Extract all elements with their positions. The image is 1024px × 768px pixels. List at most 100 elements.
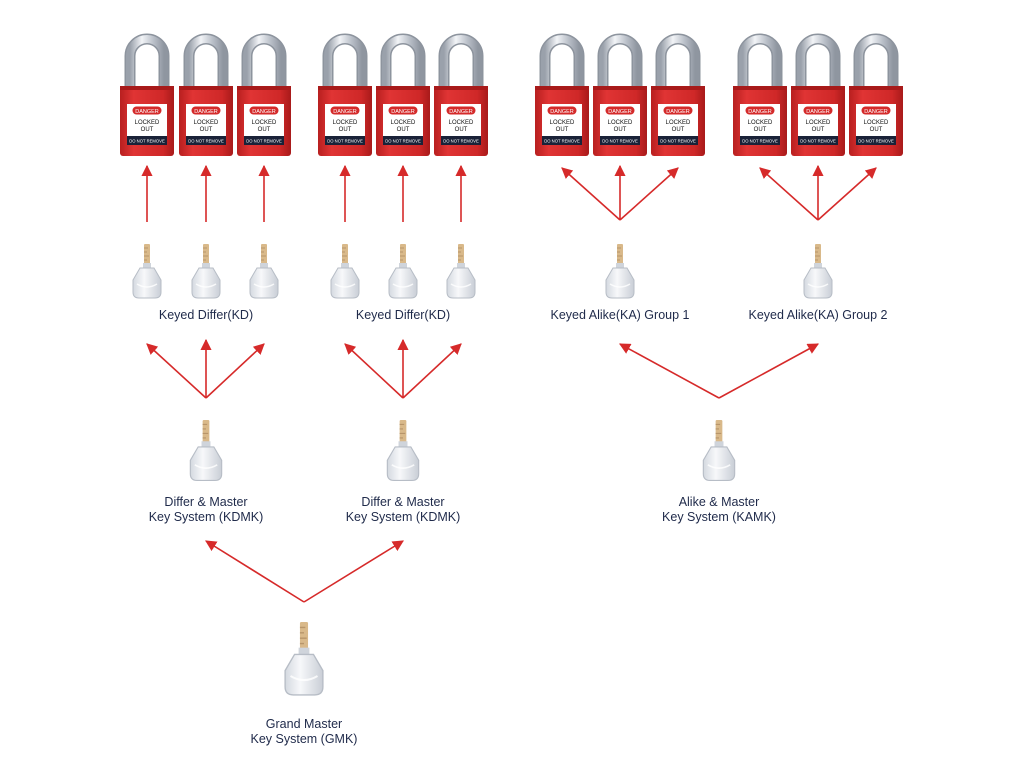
label-kd-2: Keyed Differ(KD) [356, 308, 450, 323]
padlock-footer-text: DO NOT REMOVE [602, 139, 638, 144]
padlock-danger-oval [387, 105, 419, 116]
padlock-danger-oval [662, 105, 694, 116]
key-keyed-differ [249, 244, 279, 299]
key-blade [299, 622, 309, 649]
key-bow [386, 446, 420, 482]
key-keyed-differ [330, 244, 360, 299]
padlock-tag-footer-band [542, 136, 582, 145]
padlock-tag-footer-band [658, 136, 698, 145]
padlock-tag-footer-band [186, 136, 226, 145]
key-bow [330, 267, 360, 299]
padlock-out-text: OUT [200, 127, 213, 133]
padlock-locked-text: LOCKED [864, 120, 889, 126]
arrow-kdmk-to-kd [402, 343, 462, 399]
padlock-out-text: OUT [870, 127, 883, 133]
key-keyed-differ [191, 244, 221, 299]
padlock-locked-text: LOCKED [391, 120, 416, 126]
padlock-tag-footer-band [127, 136, 167, 145]
padlock-out-text: OUT [556, 127, 569, 133]
arrow-kamk-to-ka [718, 343, 819, 399]
label-kd-1: Keyed Differ(KD) [159, 308, 253, 323]
padlock-locked-text: LOCKED [252, 120, 277, 126]
label-kamk-line1: Alike & Master [678, 495, 760, 509]
padlock-tag-footer-band [856, 136, 896, 145]
arrow-ka-to-lock [759, 167, 819, 221]
label-ka-group-2-text: Keyed Alike(KA) Group 2 [748, 308, 888, 322]
key-keyed-differ [446, 244, 476, 299]
padlock-danger-text: DANGER [391, 109, 415, 115]
padlock-tag-footer-band [441, 136, 481, 145]
padlock-footer-text: DO NOT REMOVE [327, 139, 363, 144]
padlock-out-text: OUT [672, 127, 685, 133]
key-keyed-alike-group-2 [803, 244, 833, 299]
label-kdmk-2-line1: Differ & Master [361, 495, 445, 509]
padlock-out-text: OUT [397, 127, 410, 133]
padlock-locked-text: LOCKED [608, 120, 633, 126]
padlock-locked-text: LOCKED [194, 120, 219, 126]
padlock-danger-oval [329, 105, 361, 116]
padlock-danger-oval [744, 105, 776, 116]
key-kamk [702, 420, 736, 482]
padlock-footer-text: DO NOT REMOVE [660, 139, 696, 144]
padlock-footer-text: DO NOT REMOVE [742, 139, 778, 144]
padlock-danger-text: DANGER [194, 109, 218, 115]
key-blade [203, 244, 209, 264]
padlock-danger-text: DANGER [449, 109, 473, 115]
padlock-danger-oval [248, 105, 280, 116]
padlock-danger-oval [604, 105, 636, 116]
padlock-footer-text: DO NOT REMOVE [443, 139, 479, 144]
padlock-danger-text: DANGER [550, 109, 574, 115]
label-kdmk-1-line2: Key System (KDMK) [148, 510, 264, 524]
key-bow [803, 267, 833, 299]
keys-layer [132, 244, 833, 696]
padlock-danger-text: DANGER [806, 109, 830, 115]
padlock-footer-text: DO NOT REMOVE [129, 139, 165, 144]
padlock-out-text: OUT [812, 127, 825, 133]
padlock-danger-text: DANGER [135, 109, 159, 115]
label-kd-2-text: Keyed Differ(KD) [355, 308, 451, 322]
padlock-danger-oval [546, 105, 578, 116]
padlock-tag-footer-band [798, 136, 838, 145]
key-bow [388, 267, 418, 299]
key-blade [458, 244, 464, 264]
key-blade [400, 244, 406, 264]
arrow-ka-to-lock [561, 167, 621, 221]
key-blade [617, 244, 623, 264]
padlock-out-text: OUT [455, 127, 468, 133]
label-ka-group-1-text: Keyed Alike(KA) Group 1 [550, 308, 690, 322]
padlock-locked-text: LOCKED [550, 120, 575, 126]
arrow-ka-to-lock [619, 167, 679, 221]
label-kamk: Alike & Master Key System (KAMK) [662, 495, 776, 525]
arrow-kdmk-to-kd [205, 343, 265, 399]
key-blade [342, 244, 348, 264]
label-kdmk-2-line2: Key System (KDMK) [345, 510, 461, 524]
key-kdmk-1 [189, 420, 223, 482]
padlock-footer-text: DO NOT REMOVE [858, 139, 894, 144]
key-keyed-differ [132, 244, 162, 299]
padlock-out-text: OUT [141, 127, 154, 133]
key-blade [202, 420, 210, 443]
padlock-danger-text: DANGER [608, 109, 632, 115]
padlock-footer-text: DO NOT REMOVE [544, 139, 580, 144]
key-bow [605, 267, 635, 299]
padlock-footer-text: DO NOT REMOVE [188, 139, 224, 144]
key-bow [249, 267, 279, 299]
padlock-footer-text: DO NOT REMOVE [246, 139, 282, 144]
key-blade [261, 244, 267, 264]
padlock-tag-footer-band [325, 136, 365, 145]
key-blade [144, 244, 150, 264]
arrow-kdmk-to-kd [344, 343, 404, 399]
padlock-danger-text: DANGER [333, 109, 357, 115]
arrow-gmk-to-kdmk [303, 540, 404, 603]
padlock-locked-text: LOCKED [449, 120, 474, 126]
padlock-out-text: OUT [754, 127, 767, 133]
